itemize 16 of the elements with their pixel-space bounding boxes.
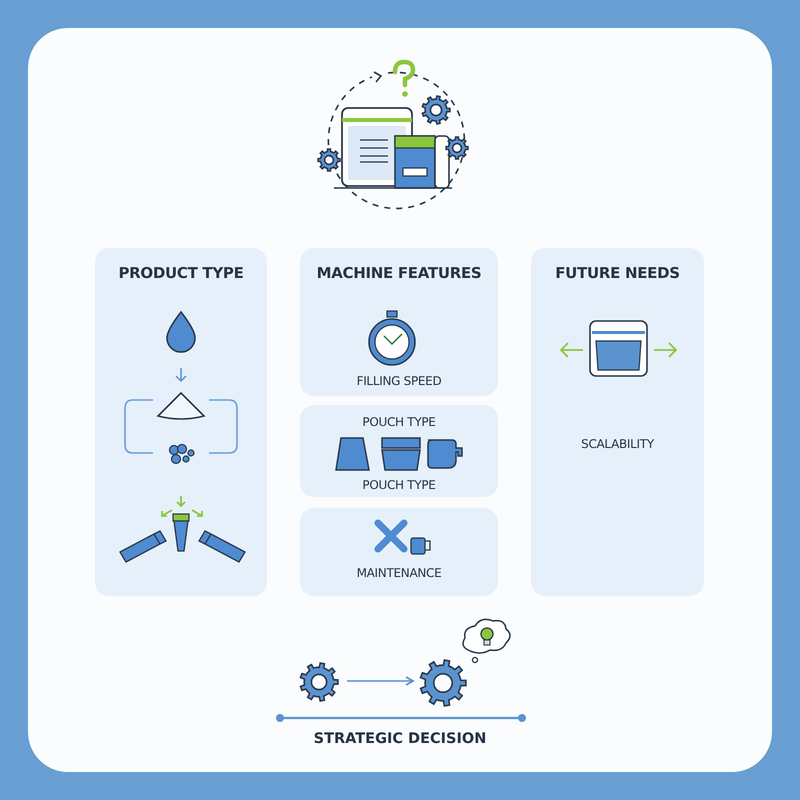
feature-label: POUCH TYPE	[361, 415, 437, 429]
feature-label: SCALABILITY	[580, 437, 655, 451]
feature-label: POUCH TYPE	[361, 478, 437, 492]
feature-label: MAINTENANCE	[356, 566, 442, 580]
gear-icon	[419, 659, 467, 707]
arrow	[347, 676, 414, 686]
panel-heading: FUTURE NEEDS	[554, 264, 681, 282]
timeline-label: STRATEGIC DECISION	[312, 731, 488, 747]
panel-heading: MACHINE FEATURES	[316, 264, 482, 282]
category-panel	[95, 248, 267, 596]
feature-label: FILLING SPEED	[356, 374, 442, 388]
gear-icon	[299, 662, 339, 702]
category-panel	[531, 248, 704, 596]
panel-heading: PRODUCT TYPE	[117, 264, 245, 282]
category-panel	[300, 508, 498, 596]
category-panel	[300, 248, 498, 396]
